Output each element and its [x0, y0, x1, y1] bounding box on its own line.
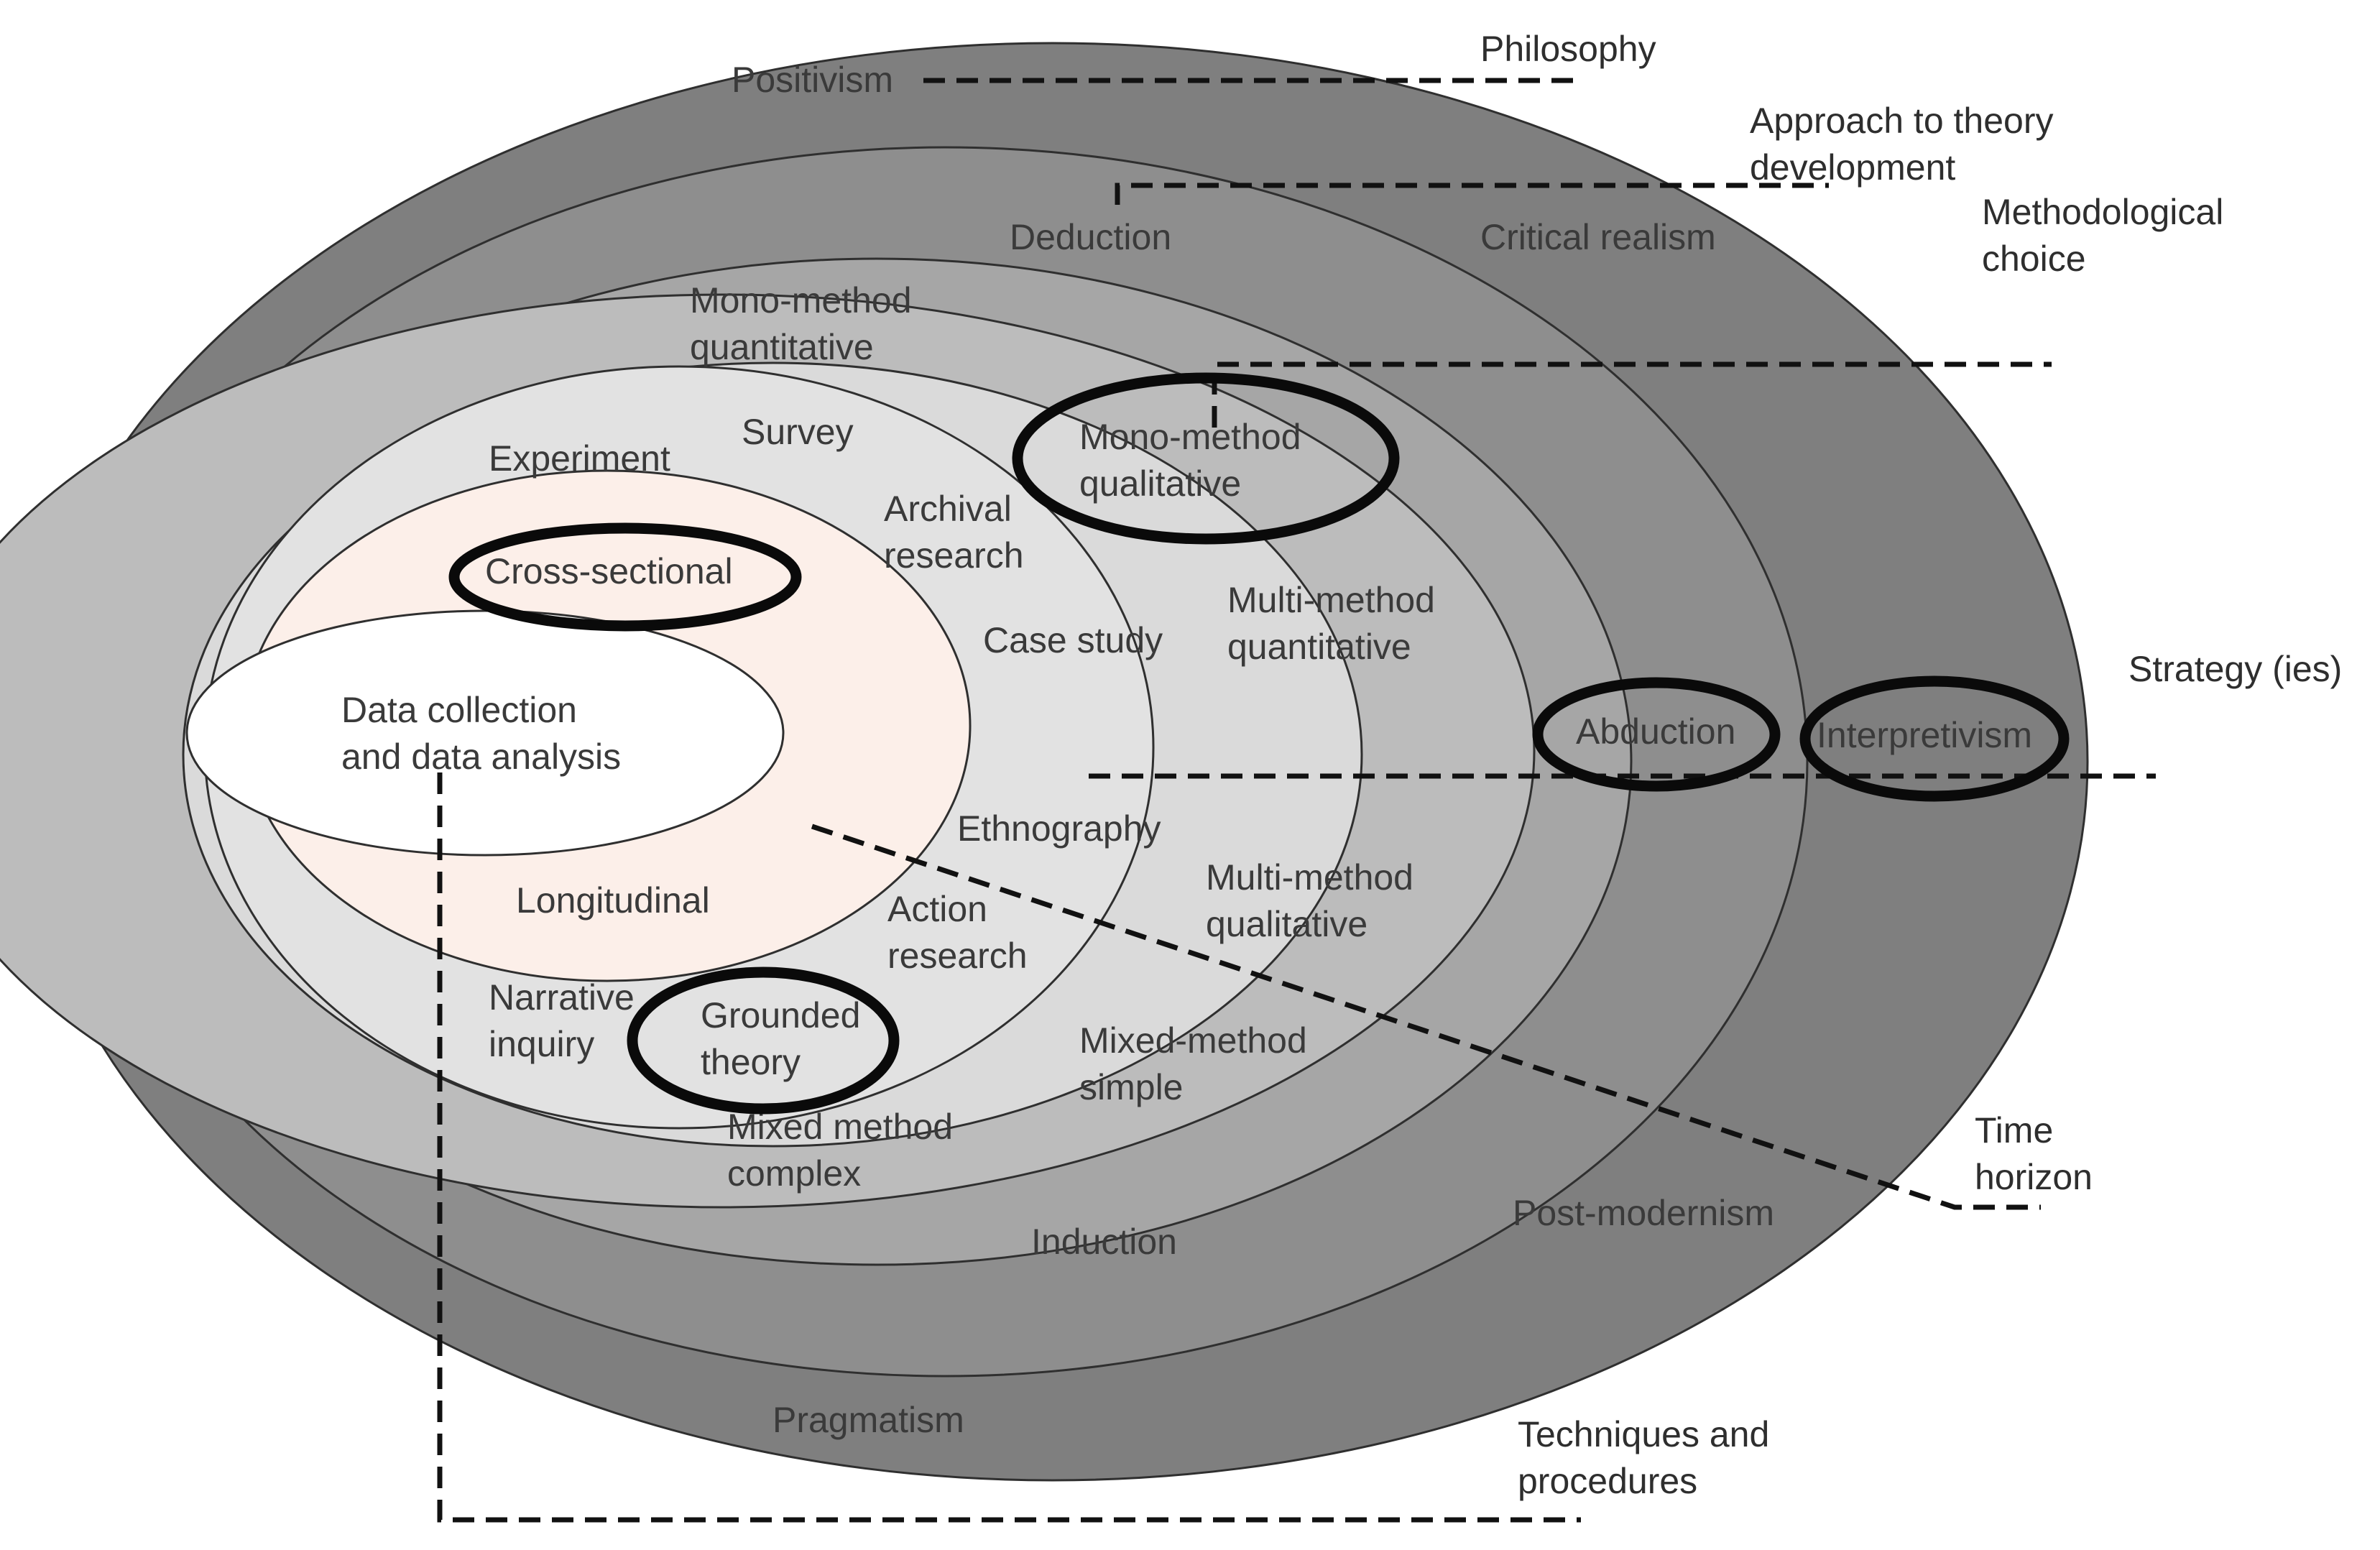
highlight-abduction: [1532, 677, 1781, 792]
multi-method-qualitative-label: Multi-method qualitative: [1206, 857, 1424, 944]
core-label: Data collection and data analysis: [341, 690, 621, 777]
mono-method-quantitative-label: Mono-method quantitative: [690, 280, 921, 367]
pragmatism-label: Pragmatism: [772, 1400, 964, 1440]
ethnography-label: Ethnography: [957, 808, 1161, 849]
philosophy-label: Philosophy: [1480, 29, 1656, 69]
highlight-cross-sectional: [448, 522, 802, 632]
induction-label: Induction: [1031, 1222, 1177, 1262]
techniques-label: Techniques and procedures: [1518, 1414, 1779, 1501]
experiment-label: Experiment: [489, 438, 670, 479]
mixed-method-complex-label: Mixed method complex: [727, 1107, 963, 1194]
critical-realism-label: Critical realism: [1480, 217, 1716, 257]
mono-method-qualitative-label: Mono-method qualitative: [1079, 417, 1311, 504]
longitudinal-label: Longitudinal: [516, 880, 710, 921]
interpretivism-label: Interpretivism: [1817, 715, 2032, 755]
time-horizon-label: Time horizon: [1975, 1110, 2093, 1197]
deduction-label: Deduction: [1010, 217, 1171, 257]
time-horizon-leader-line: [811, 824, 2041, 1210]
highlight-interpretivism: [1799, 675, 2070, 802]
approach-label: Approach to theory development: [1750, 101, 2063, 188]
core-layer: [185, 609, 785, 857]
case-study-label: Case study: [983, 620, 1163, 660]
archival-research-label: Archival research: [884, 489, 1024, 576]
abduction-label: Abduction: [1576, 711, 1735, 752]
methodological-choice-label: Methodological choice: [1982, 192, 2233, 279]
strategies-label: Strategy (ies): [2128, 649, 2342, 689]
multi-method-quantitative-label: Multi-method quantitative: [1227, 580, 1445, 667]
methodological-leader-line: [1212, 361, 2052, 428]
grounded-theory-label: Grounded theory: [701, 995, 870, 1082]
highlight-grounded-theory: [627, 967, 900, 1115]
post-modernism-label: Post-modernism: [1513, 1193, 1774, 1233]
cross-sectional-label: Cross-sectional: [485, 551, 733, 591]
narrative-inquiry-label: Narrative inquiry: [489, 977, 645, 1064]
action-research-label: Action research: [887, 889, 1028, 976]
mixed-method-simple-label: Mixed-method simple: [1079, 1020, 1317, 1107]
techniques-leader-line: [437, 772, 1581, 1523]
survey-label: Survey: [742, 412, 854, 452]
positivism-label: Positivism: [732, 60, 893, 100]
approach-leader-line: [1115, 183, 1829, 205]
highlight-mono-method-qualitative: [1012, 372, 1400, 545]
